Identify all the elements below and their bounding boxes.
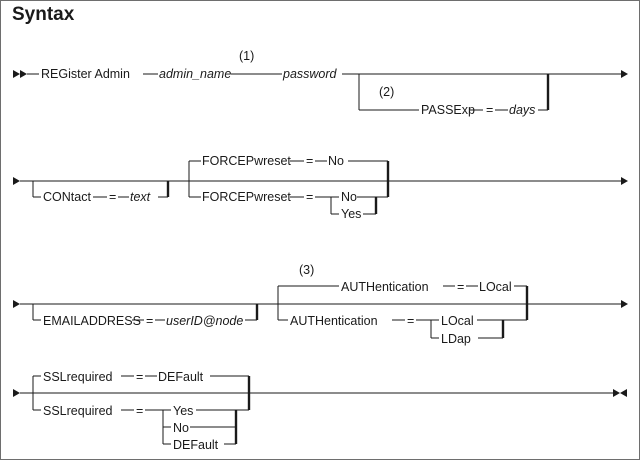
forcepwreset-default-keyword: FORCEPwreset	[202, 154, 291, 168]
sslrequired-choice-equals: =	[136, 404, 143, 418]
passexp-equals: =	[486, 103, 493, 117]
forcepwreset-choice-equals: =	[306, 190, 313, 204]
row4-start-arrow-icon	[13, 389, 20, 397]
userid-node-variable: userID@node	[166, 314, 243, 328]
end-arrows-icon	[613, 389, 627, 397]
row3-continue-arrow-icon	[621, 300, 628, 308]
emailaddress-equals: =	[146, 314, 153, 328]
row2-continue-arrow-icon	[621, 177, 628, 185]
footnote-2: (2)	[379, 85, 394, 99]
sslrequired-default-equals: =	[136, 370, 143, 384]
authentication-default-equals: =	[457, 280, 464, 294]
sslrequired-choice-keyword: SSLrequired	[43, 404, 113, 418]
footnote-1: (1)	[239, 49, 254, 63]
register-admin-command: REGister Admin	[41, 67, 130, 81]
row4-group: SSLrequired = DEFault SSLrequired = Yes …	[13, 370, 627, 452]
row2-group: CONtact = text FORCEPwreset = No FORCEPw…	[13, 154, 628, 221]
emailaddress-keyword: EMAILADDRESS	[43, 314, 141, 328]
row3-group: EMAILADDRESS = userID@node (3) AUTHentic…	[13, 263, 628, 346]
passexp-keyword: PASSExp	[421, 103, 475, 117]
footnote-3: (3)	[299, 263, 314, 277]
authentication-choice-equals: =	[407, 314, 414, 328]
authentication-choice-ldap: LDap	[441, 332, 471, 346]
sslrequired-choice-yes: Yes	[173, 404, 193, 418]
sslrequired-default-value: DEFault	[158, 370, 204, 384]
authentication-choice-keyword: AUTHentication	[290, 314, 378, 328]
contact-keyword: CONtact	[43, 190, 91, 204]
forcepwreset-choice-yes: Yes	[341, 207, 361, 221]
authentication-default-keyword: AUTHentication	[341, 280, 429, 294]
password-variable: password	[282, 67, 338, 81]
forcepwreset-choice-no: No	[341, 190, 357, 204]
sslrequired-choice-no: No	[173, 421, 189, 435]
forcepwreset-default-equals: =	[306, 154, 313, 168]
sslrequired-choice-default: DEFault	[173, 438, 219, 452]
row3-start-arrow-icon	[13, 300, 20, 308]
admin-name-variable: admin_name	[159, 67, 231, 81]
sslrequired-default-keyword: SSLrequired	[43, 370, 113, 384]
row2-start-arrow-icon	[13, 177, 20, 185]
authentication-default-local: LOcal	[479, 280, 512, 294]
start-double-arrow-icon	[13, 70, 27, 78]
forcepwreset-default-no: No	[328, 154, 344, 168]
row1-group: REGister Admin admin_name (1) password (…	[13, 49, 628, 117]
contact-equals: =	[109, 190, 116, 204]
page-title: Syntax	[12, 4, 75, 25]
forcepwreset-choice-keyword: FORCEPwreset	[202, 190, 291, 204]
days-variable: days	[509, 103, 535, 117]
row1-continue-arrow-icon	[621, 70, 628, 78]
authentication-choice-local: LOcal	[441, 314, 474, 328]
text-variable: text	[130, 190, 151, 204]
